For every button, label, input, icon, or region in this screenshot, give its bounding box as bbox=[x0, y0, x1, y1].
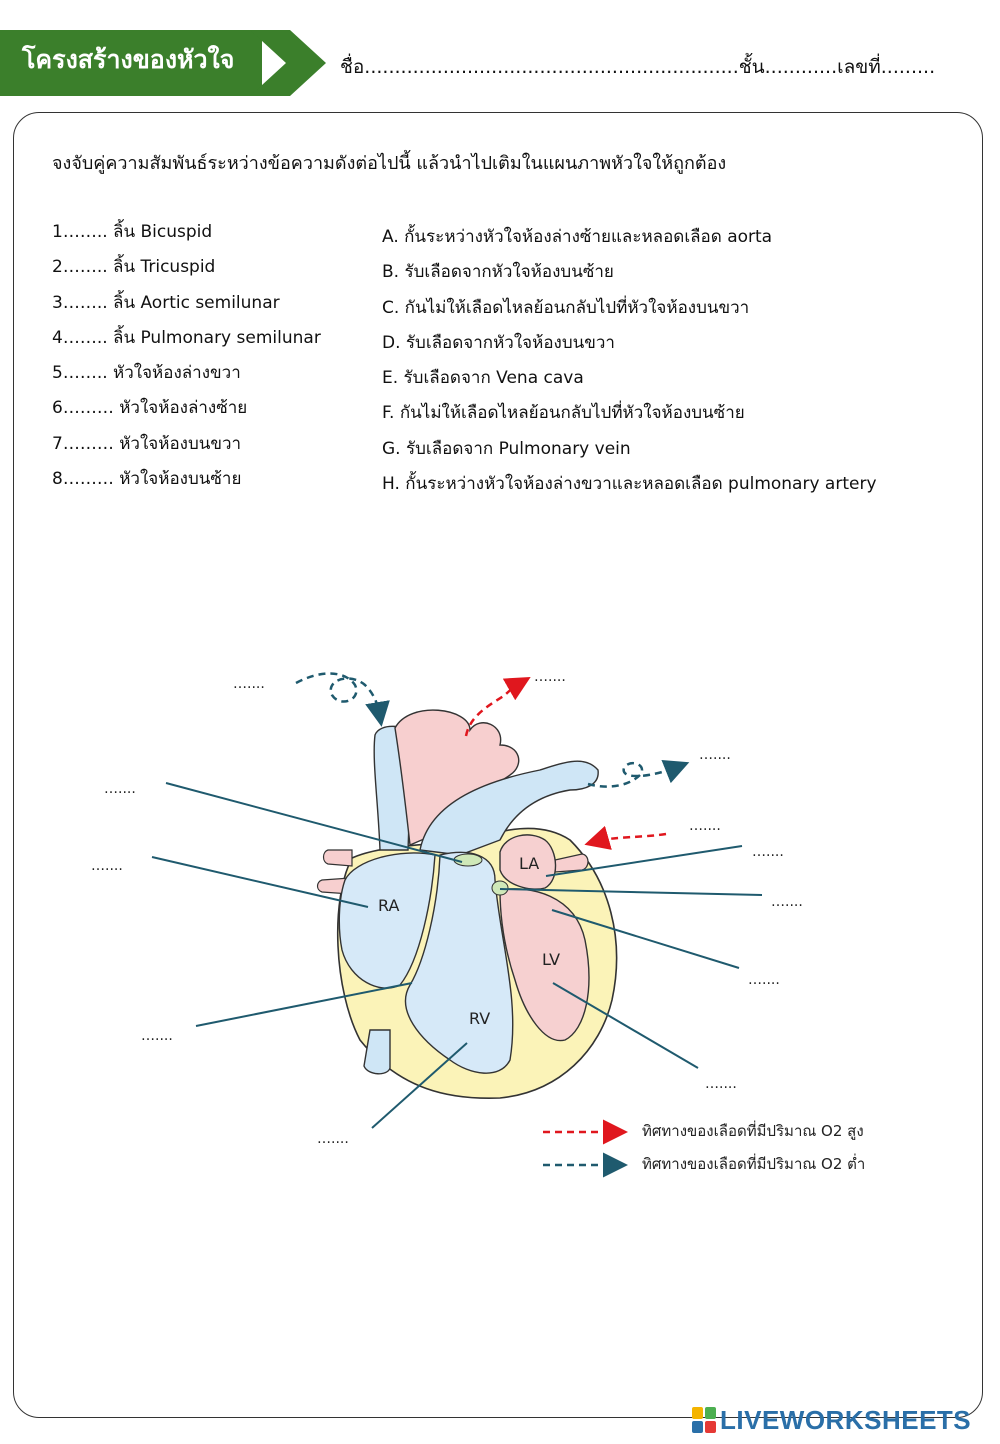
answer-blank[interactable]: ….... bbox=[104, 781, 136, 797]
answer-blank[interactable]: ….... bbox=[771, 894, 803, 910]
answer-blank[interactable]: ….... bbox=[534, 669, 566, 685]
flow-arrow-low-o2-out bbox=[588, 763, 680, 786]
answer-blank[interactable]: ….... bbox=[705, 1076, 737, 1092]
brand-icon bbox=[692, 1407, 716, 1433]
liveworksheets-logo: LIVEWORKSHEETS bbox=[692, 1402, 971, 1438]
answer-blank[interactable]: ….... bbox=[233, 676, 265, 692]
answer-blank[interactable]: ….... bbox=[699, 747, 731, 763]
legend-low-o2: ทิศทางของเลือดที่มีปริมาณ O2 ต่ำ bbox=[642, 1153, 865, 1173]
answer-blank[interactable]: ….... bbox=[91, 858, 123, 874]
flow-arrow-high-o2-in bbox=[594, 834, 666, 842]
answer-blank[interactable]: ….... bbox=[689, 818, 721, 834]
answer-blank[interactable]: ….... bbox=[141, 1028, 173, 1044]
answer-blank[interactable]: ….... bbox=[748, 972, 780, 988]
bicuspid-valve bbox=[492, 881, 508, 895]
brand-text: LIVEWORKSHEETS bbox=[720, 1405, 971, 1436]
answer-blank[interactable]: ….... bbox=[752, 844, 784, 860]
flow-arrow-low-o2-in bbox=[296, 673, 380, 717]
legend-high-o2: ทิศทางของเลือดที่มีปริมาณ O2 สูง bbox=[642, 1120, 864, 1140]
label-rv: RV bbox=[469, 1009, 490, 1028]
answer-blank[interactable]: ….... bbox=[317, 1131, 349, 1147]
label-lv: LV bbox=[542, 950, 560, 969]
label-la: LA bbox=[519, 854, 539, 873]
label-ra: RA bbox=[378, 896, 399, 915]
